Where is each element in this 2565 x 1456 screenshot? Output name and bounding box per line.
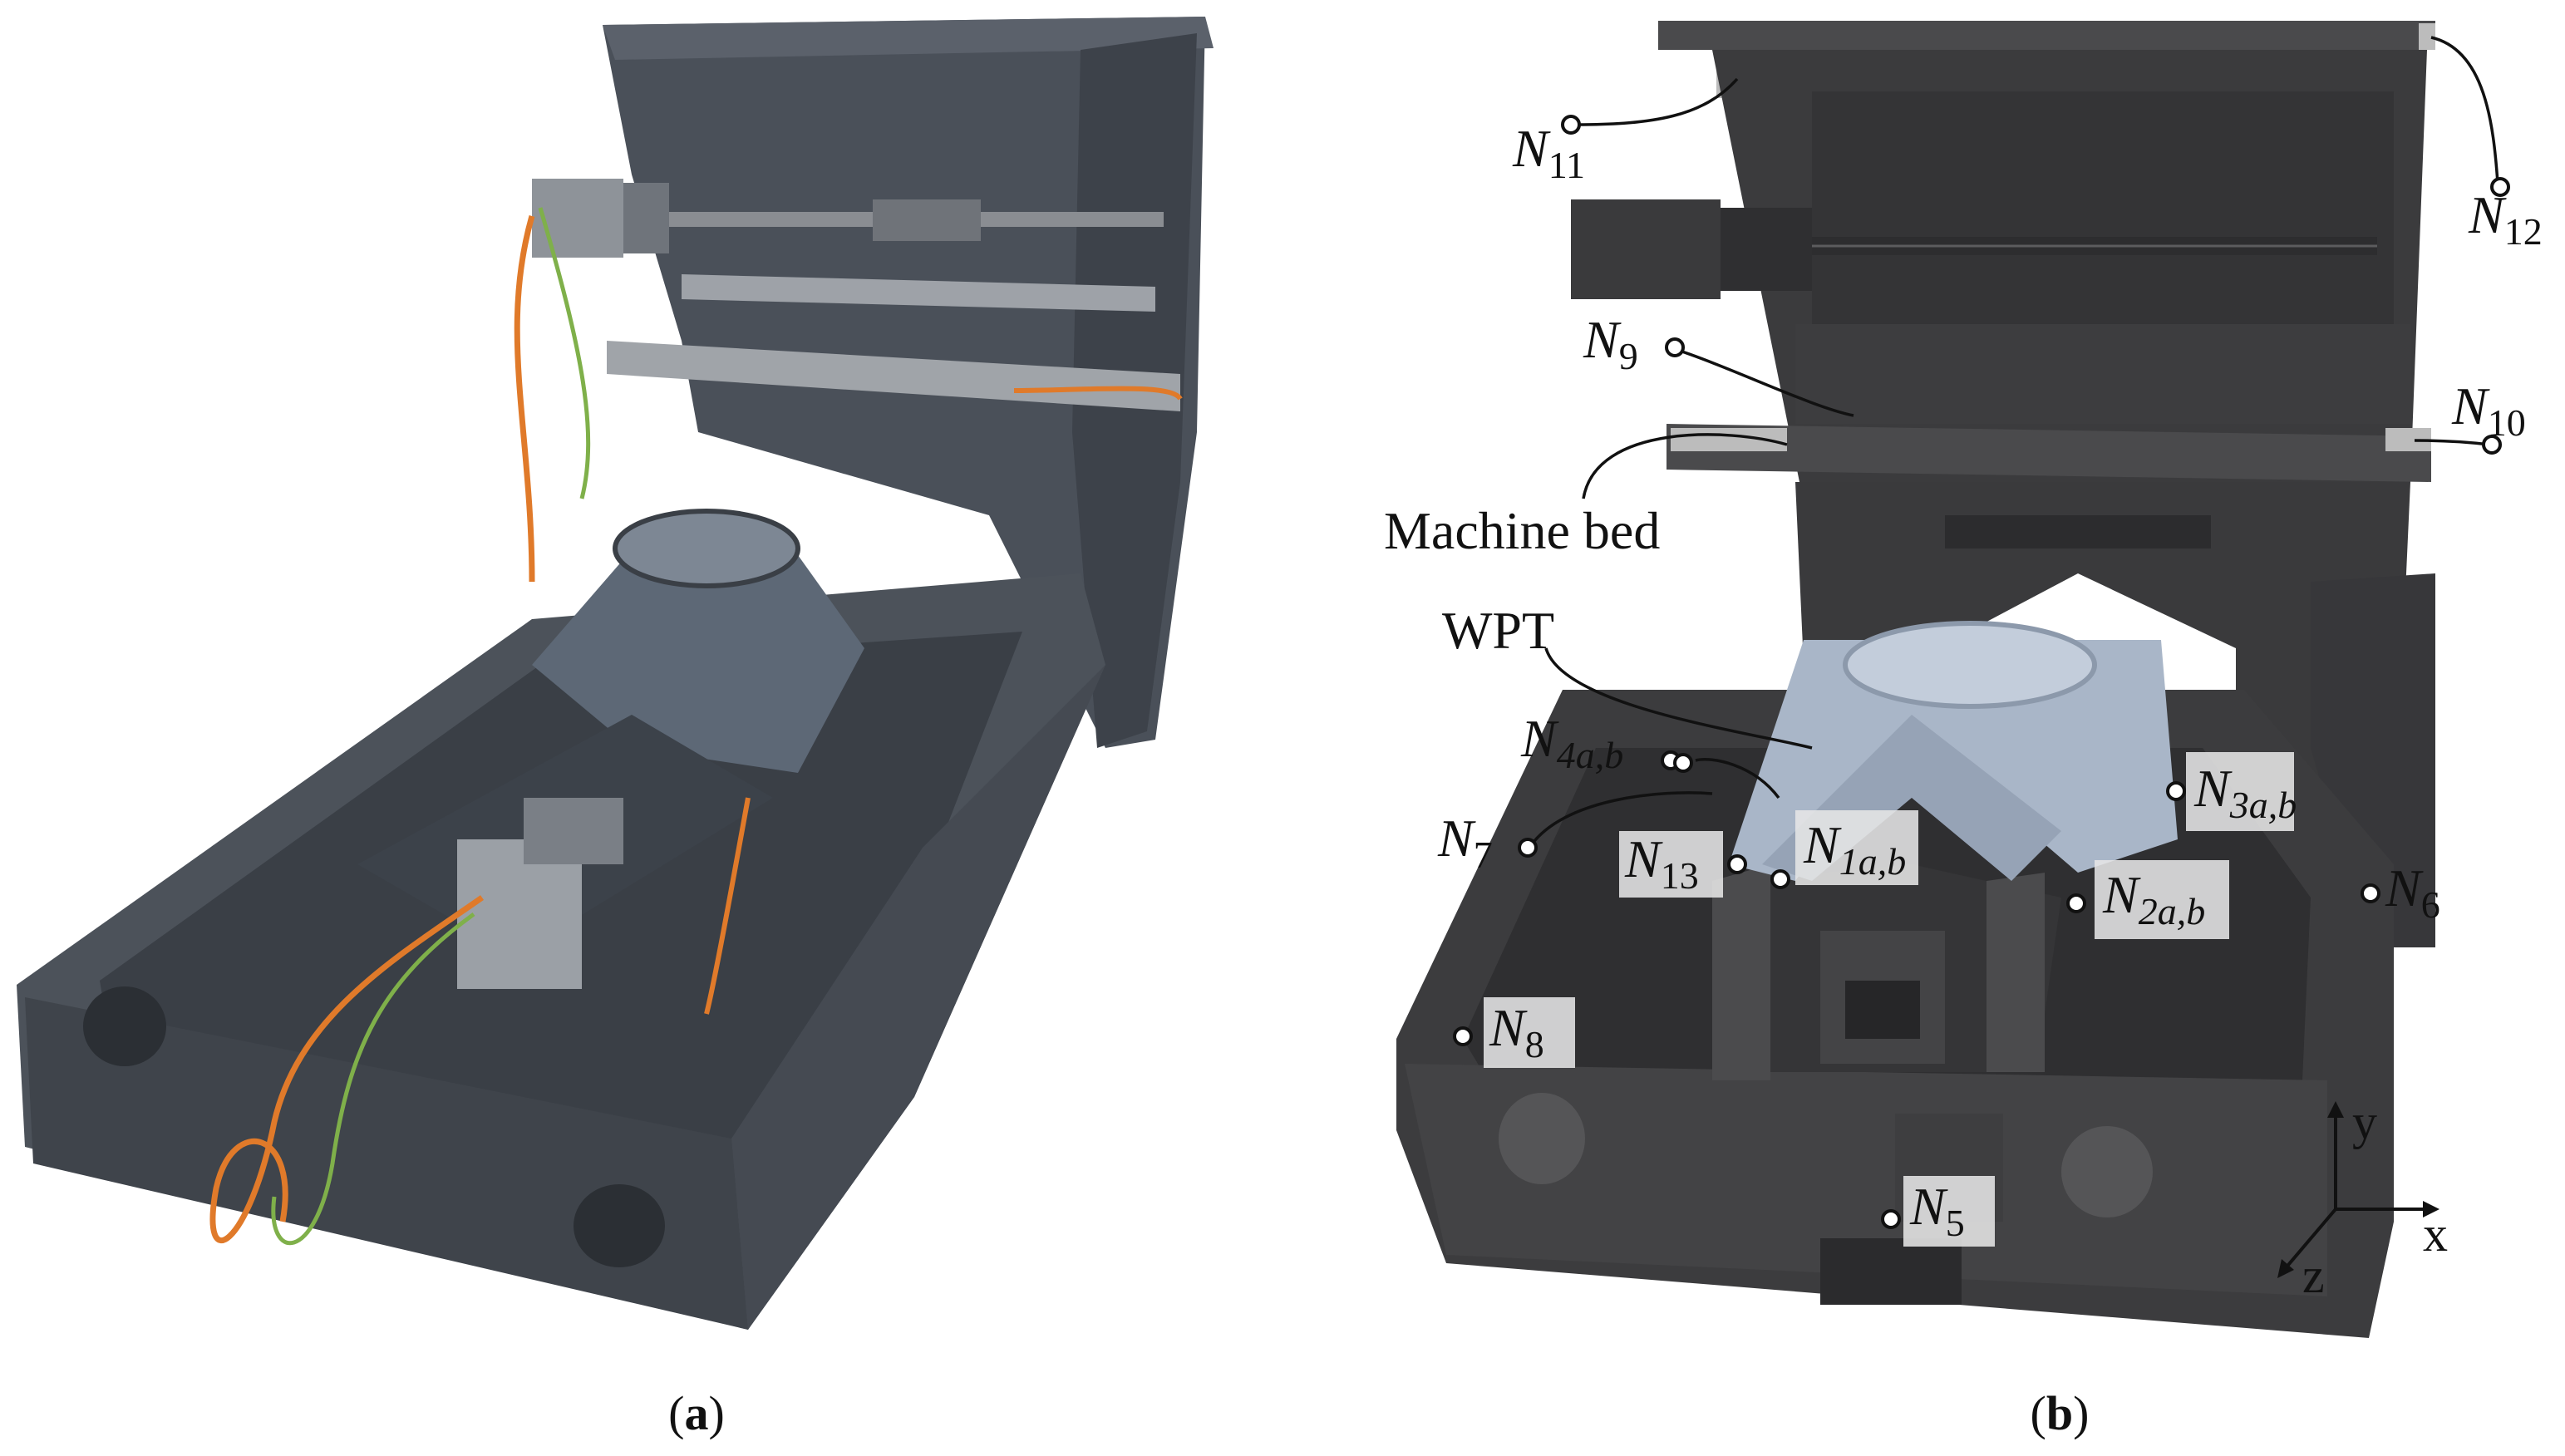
node-n6-marker: [2361, 883, 2380, 903]
axis-y-arrowhead: [2327, 1101, 2344, 1118]
node-n7-marker: [1518, 838, 1538, 858]
node-n3-marker: [2166, 781, 2186, 801]
photo-guide-rail-lower: [607, 341, 1180, 411]
panel-b-cad: [1396, 21, 2435, 1338]
photo-bed-side: [731, 665, 1105, 1330]
leader-n9: [1674, 347, 1854, 417]
leader-machine-bed: [1582, 433, 1788, 499]
box-n3: [2186, 752, 2294, 831]
cad-bed-plate: [1667, 424, 2431, 482]
photo-column-top: [603, 17, 1214, 60]
cad-column-lower: [1795, 324, 2410, 424]
node-n10-marker: [2482, 435, 2502, 455]
label-n11: N11: [1512, 119, 1585, 186]
photo-hole-left: [83, 986, 166, 1066]
cad-pedestal-slot: [1945, 515, 2211, 548]
cad-bed-front: [1405, 1064, 2327, 1296]
cad-column-upper-recess: [1812, 91, 2394, 324]
cad-top-plate: [1658, 21, 2435, 50]
label-n6: N6: [2385, 858, 2440, 926]
axis-x-arrowhead: [2423, 1201, 2439, 1217]
label-n7: N7: [1437, 809, 1493, 876]
photo-cable-orange-right: [704, 386, 1183, 1015]
node-n11-marker: [1561, 115, 1581, 135]
axis-z-arrowhead: [2277, 1259, 2294, 1278]
node-n4b-marker: [1673, 753, 1693, 773]
caption-b: (b): [2031, 1386, 2090, 1440]
cad-hole-right: [2061, 1126, 2153, 1217]
cad-servo-motor: [1571, 199, 1721, 299]
cad-hole-left: [1499, 1093, 1585, 1184]
photo-guide-rail-upper: [682, 274, 1155, 312]
box-n5: [1903, 1176, 1995, 1247]
box-n8: [1484, 997, 1575, 1068]
panel-a-photo: [17, 17, 1214, 1330]
node-n2-marker: [2066, 893, 2086, 913]
photo-bed-front: [25, 997, 748, 1330]
node-n13-marker: [1727, 854, 1747, 874]
photo-hole-right: [574, 1184, 665, 1267]
photo-wpt-ring: [613, 509, 800, 588]
axis-z-label: z: [2302, 1248, 2325, 1303]
cad-top-plate-corner-right: [2419, 23, 2435, 50]
box-n1: [1795, 810, 1918, 885]
photo-screw-nut: [873, 199, 981, 241]
label-n3: N3a,b: [2193, 759, 2297, 826]
leader-n7: [1528, 791, 1713, 849]
cad-motor-coupling: [1721, 208, 1812, 291]
cad-foot: [1820, 1238, 1962, 1305]
photo-cable-orange: [209, 215, 535, 1243]
axes-triad: y x z: [2277, 1094, 2448, 1303]
photo-cable-green: [271, 207, 591, 1246]
photo-motor-flange: [623, 183, 669, 253]
node-n8-marker: [1453, 1026, 1473, 1046]
label-machine-bed: Machine bed: [1384, 501, 1660, 560]
label-n8: N8: [1489, 998, 1544, 1065]
caption-a: (a): [668, 1386, 725, 1440]
node-n12-marker: [2490, 177, 2510, 197]
label-n4: N4a,b: [1520, 709, 1623, 776]
node-n1-marker: [1770, 869, 1790, 889]
node-n5-marker: [1881, 1209, 1901, 1229]
photo-wpt: [532, 532, 864, 773]
cad-rail-right: [1987, 873, 2045, 1072]
leader-n11: [1574, 77, 1739, 126]
box-n2: [2095, 860, 2229, 939]
label-n5: N5: [1909, 1177, 1965, 1244]
photo-servo-motor: [532, 179, 623, 258]
label-n12: N12: [2468, 185, 2543, 253]
box-n13: [1619, 831, 1723, 898]
node-n9-marker: [1665, 337, 1685, 357]
leader-n12: [2430, 36, 2499, 184]
leader-wpt: [1544, 647, 1813, 750]
label-wpt: WPT: [1442, 601, 1554, 660]
axis-y-label: y: [2352, 1094, 2377, 1149]
cad-wpt-ring: [1843, 621, 2097, 709]
photo-gearbox: [524, 798, 623, 864]
axis-x-label: x: [2423, 1207, 2448, 1262]
cad-rail-left: [1712, 864, 1770, 1080]
label-n1: N1a,b: [1803, 815, 1906, 883]
label-n2: N2a,b: [2102, 865, 2205, 932]
annotations: N11 N12 N9 N10 Machine bed WPT N4a,b N3a…: [1384, 36, 2543, 1247]
leader-n4: [1695, 758, 1780, 799]
label-n10: N10: [2451, 376, 2526, 444]
label-n13: N13: [1624, 829, 1699, 897]
label-n9: N9: [1583, 310, 1638, 377]
axis-z-line: [2282, 1208, 2337, 1272]
cad-motor-face: [1845, 981, 1920, 1039]
